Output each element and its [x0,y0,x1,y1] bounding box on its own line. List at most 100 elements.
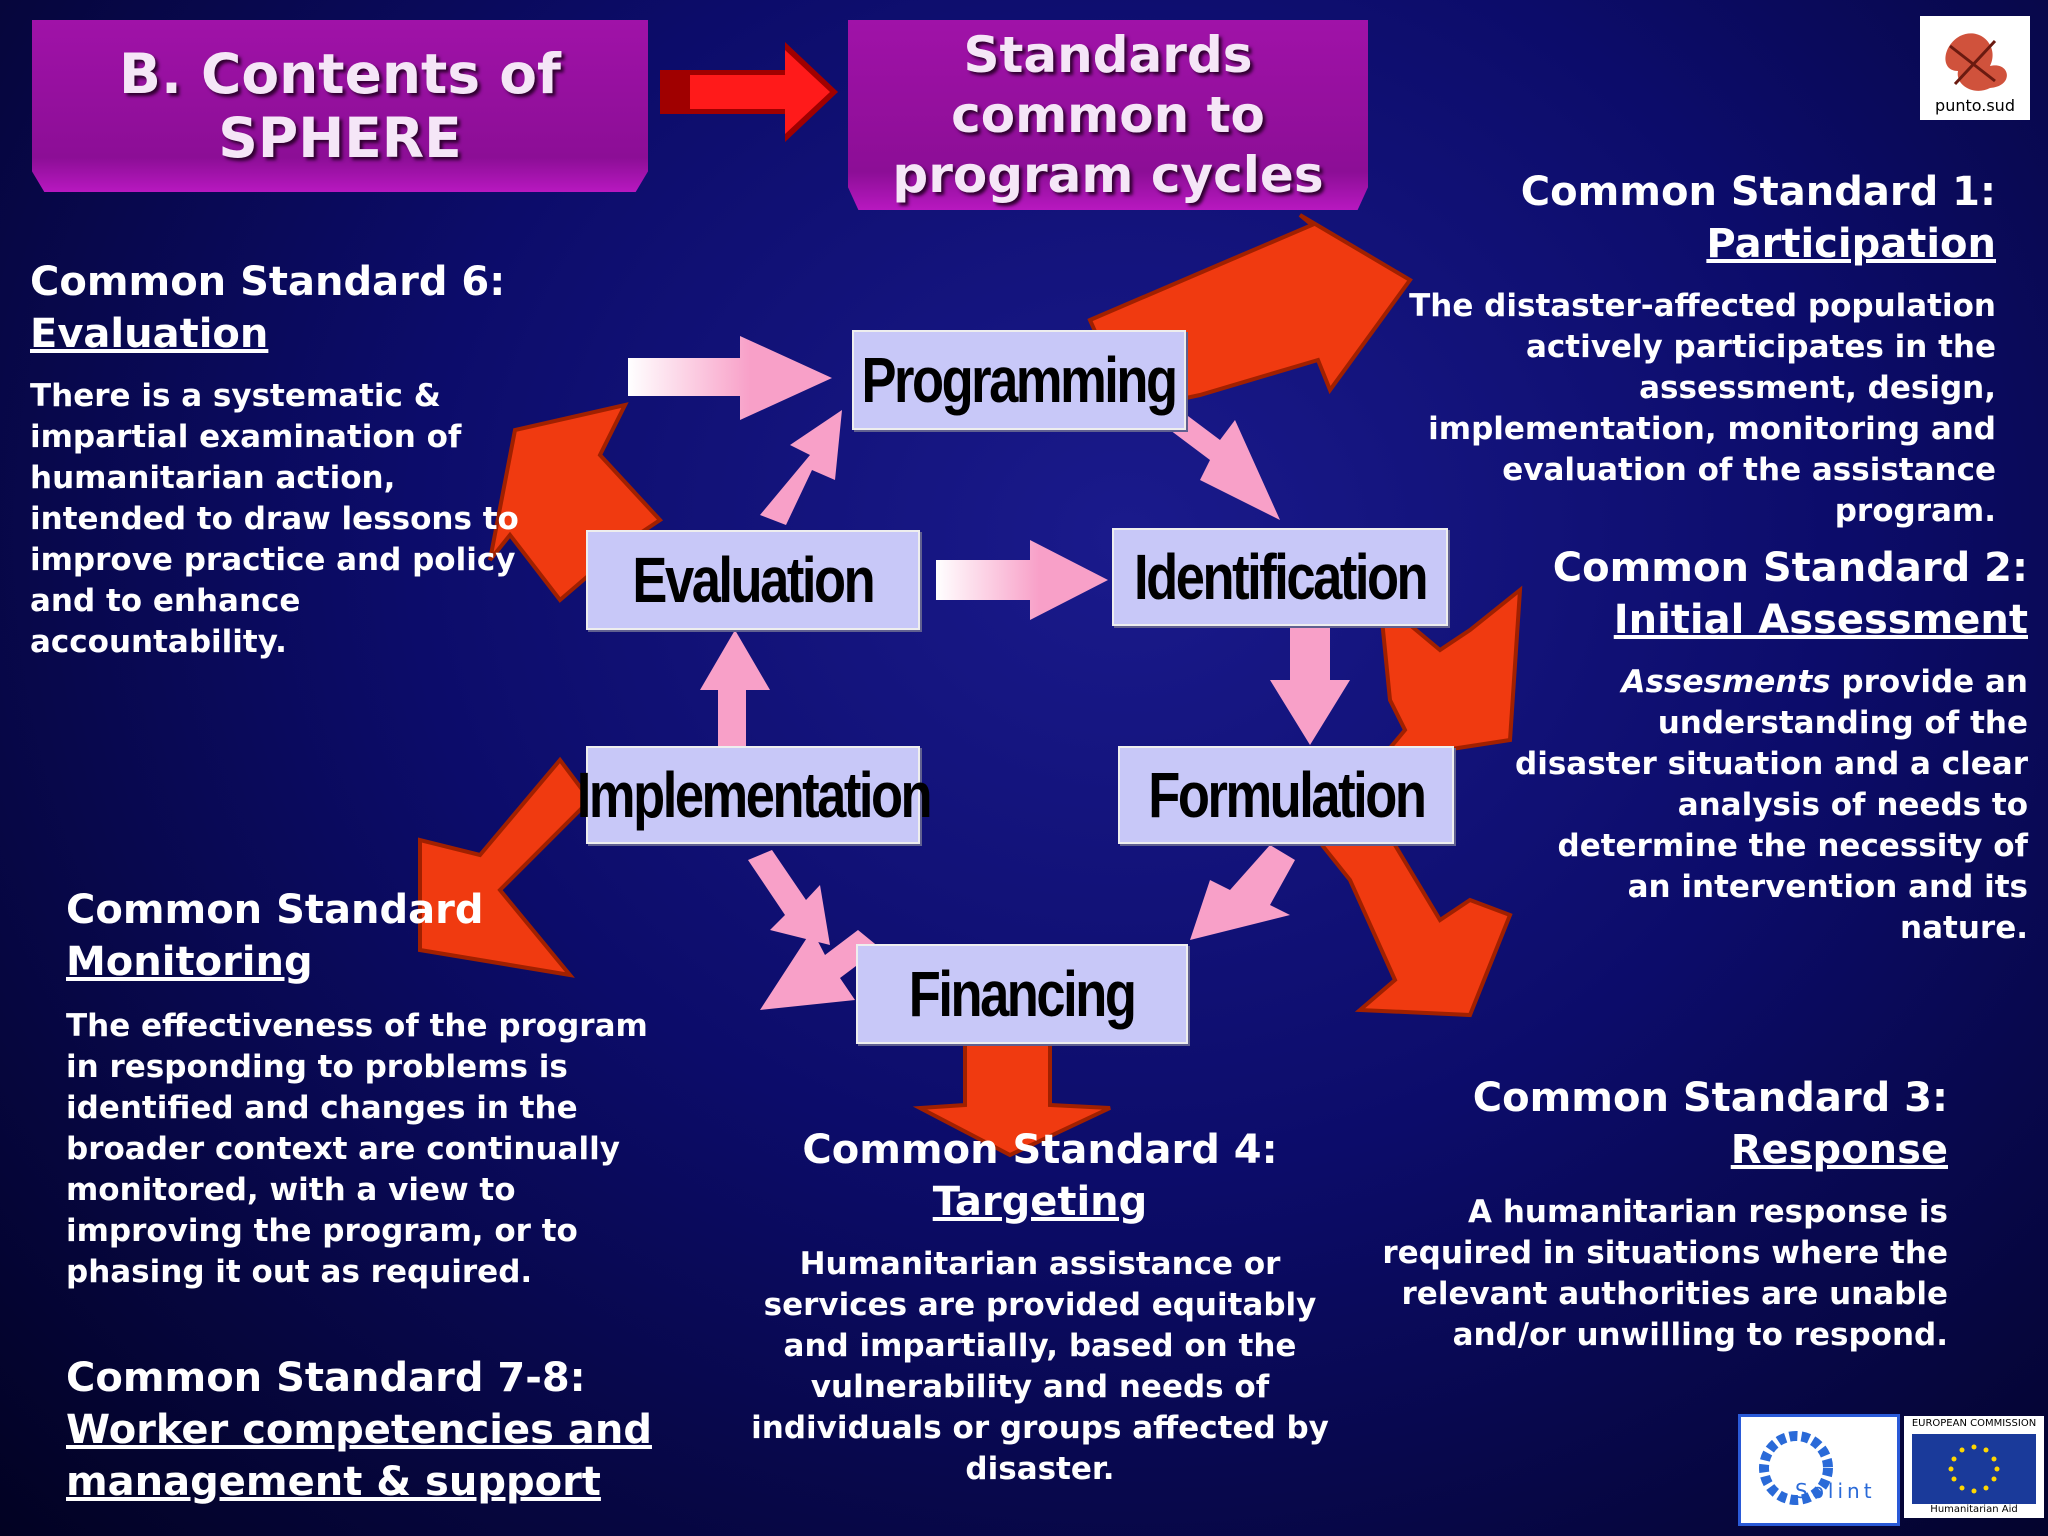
standard-3-body-line: relevant authorities are unable [1401,1276,1949,1312]
standard-6-body-line: humanitarian action, [30,460,396,496]
standard-2-heading: Common Standard 2: [1552,545,2028,591]
standard-4-body-line: and impartially, based on the [783,1328,1297,1364]
section-title-line-2: SPHERE [218,106,462,170]
standard-3-heading: Common Standard 3: [1472,1075,1948,1121]
standard-5-body-line: phasing it out as required. [66,1254,533,1290]
standard-6-body-line: intended to draw lessons to [30,501,519,537]
standard-1-body-line: evaluation of the assistance [1502,452,1996,488]
arrow-to-standard-4 [912,1038,1111,1158]
standard-3-body-line: required in situations where the [1382,1235,1948,1271]
standard-1-body-line: actively participates in the [1525,329,1996,365]
standard-2-body-line: analysis of needs to [1677,787,2028,823]
step-financing: Financing [856,944,1188,1044]
standard-1: Common Standard 1: Participation The dis… [1356,166,1996,532]
standard-2-body-emphasis: Assesments [1621,664,1831,700]
standard-5-name: Monitoring [66,939,313,985]
solint-mark-icon [1759,1431,1833,1505]
standard-1-heading: Common Standard 1: [1520,169,1996,215]
step-formulation-label: Formulation [1147,759,1427,831]
standard-6-name: Evaluation [30,311,269,357]
standard-6-body-line: and to enhance [30,583,301,619]
subtitle-line-1: Standards [963,26,1253,84]
standard-3-name: Response [1730,1127,1948,1173]
standard-7-8-heading: Common Standard 7-8: [66,1355,586,1401]
standard-1-name: Participation [1706,221,1996,267]
standard-4-body-line: disaster. [965,1451,1115,1487]
standard-5-heading: Common Standard [66,887,484,933]
echo-logo-bottom-text: Humanitarian Aid [1930,1504,2018,1515]
standard-5: Common Standard Monitoring The effective… [66,884,686,1293]
solint-logo-text: Solint [1795,1479,1876,1503]
standard-1-body-line: program. [1834,493,1996,529]
standard-2: Common Standard 2: Initial Assessment As… [1468,542,2028,949]
standard-4-heading: Common Standard 4: [802,1127,1278,1173]
standard-6-heading: Common Standard 6: [30,259,506,305]
standard-5-body-line: in responding to problems is [66,1049,568,1085]
standard-2-body-first-line: Assesments provide an [1468,662,2028,703]
arrow-to-standard-3 [1306,817,1513,1018]
cycle-arrow-into-identification [936,540,1108,620]
standard-2-body-line: disaster situation and a clear [1515,746,2028,782]
standard-6-body-line: accountability. [30,624,287,660]
solint-logo: Solint [1738,1414,1900,1526]
standard-2-body-first: provide an [1830,664,2028,700]
standard-7-8-name-line-1: Worker competencies and [66,1407,652,1453]
section-title-line-1: B. Contents of [119,42,561,106]
header-arrow-icon [660,42,838,142]
standard-3: Common Standard 3: Response A humanitari… [1328,1072,1948,1356]
arrow-to-standard-6 [488,402,664,603]
standard-5-body-line: identified and changes in the [66,1090,578,1126]
punto-sud-logo-text: punto.sud [1935,96,2015,115]
punto-sud-mark-icon [1945,33,2007,91]
echo-logo-top-text: EUROPEAN COMMISSION [1911,1418,2037,1429]
standard-6-body-line: improve practice and policy [30,542,516,578]
subtitle-line-3: program cycles [892,146,1324,204]
standard-6: Common Standard 6: Evaluation There is a… [30,256,570,663]
section-title: B. Contents of SPHERE [32,20,648,192]
step-formulation: Formulation [1118,746,1454,844]
cycle-arrow-into-programming [628,336,832,420]
eu-flag-icon [1912,1434,2036,1504]
standard-4-body-line: services are provided equitably [763,1287,1317,1323]
arrow-to-standard-5 [418,756,593,978]
big-red-arrows [418,213,1523,1158]
standard-7-8: Common Standard 7-8: Worker competencies… [66,1352,766,1508]
step-programming: Programming [852,330,1186,430]
standard-5-body-line: monitored, with a view to [66,1172,516,1208]
standard-2-body-line: understanding of the [1657,705,2028,741]
step-evaluation-label: Evaluation [632,544,876,616]
eu-stars-icon [1948,1444,2000,1494]
standard-3-body-line: A humanitarian response is [1468,1194,1948,1230]
step-financing-label: Financing [909,958,1137,1030]
standard-4-body-line: vulnerability and needs of [810,1369,1270,1405]
standard-1-body-line: The distaster-affected population [1409,288,1996,324]
standard-2-body-line: nature. [1900,910,2028,946]
standard-4-body-line: individuals or groups affected by [751,1410,1329,1446]
standard-4: Common Standard 4: Targeting Humanitaria… [730,1124,1350,1490]
echo-logo: EUROPEAN COMMISSION Humanitarian Aid [1904,1416,2044,1518]
standard-2-body-line: determine the necessity of [1557,828,2029,864]
step-implementation-label: Implementation [576,759,932,831]
standard-5-body-line: improving the program, or to [66,1213,578,1249]
standard-4-body-line: Humanitarian assistance or [799,1246,1281,1282]
step-evaluation: Evaluation [586,530,920,630]
step-identification-label: Identification [1133,541,1429,613]
standard-2-body-line: an intervention and its [1627,869,2028,905]
step-programming-label: Programming [861,344,1179,416]
standard-1-body-line: assessment, design, [1639,370,1996,406]
standard-3-body-line: and/or unwilling to respond. [1452,1317,1948,1353]
standard-2-name: Initial Assessment [1613,597,2028,643]
standard-6-body-line: impartial examination of [30,419,462,455]
arrow-to-standard-2 [1375,585,1523,763]
step-identification: Identification [1112,528,1448,626]
standard-1-body-line: implementation, monitoring and [1428,411,1996,447]
cycle-arrows [628,336,1350,1010]
standard-5-body-line: The effectiveness of the program [66,1008,648,1044]
punto-sud-logo: punto.sud [1920,16,2030,120]
standard-7-8-name-line-2: management & support [66,1459,601,1505]
standard-6-body-line: There is a systematic & [30,378,441,414]
subtitle-box: Standards common to program cycles [848,20,1368,210]
standard-4-name: Targeting [932,1179,1148,1225]
standard-5-body-line: broader context are continually [66,1131,620,1167]
